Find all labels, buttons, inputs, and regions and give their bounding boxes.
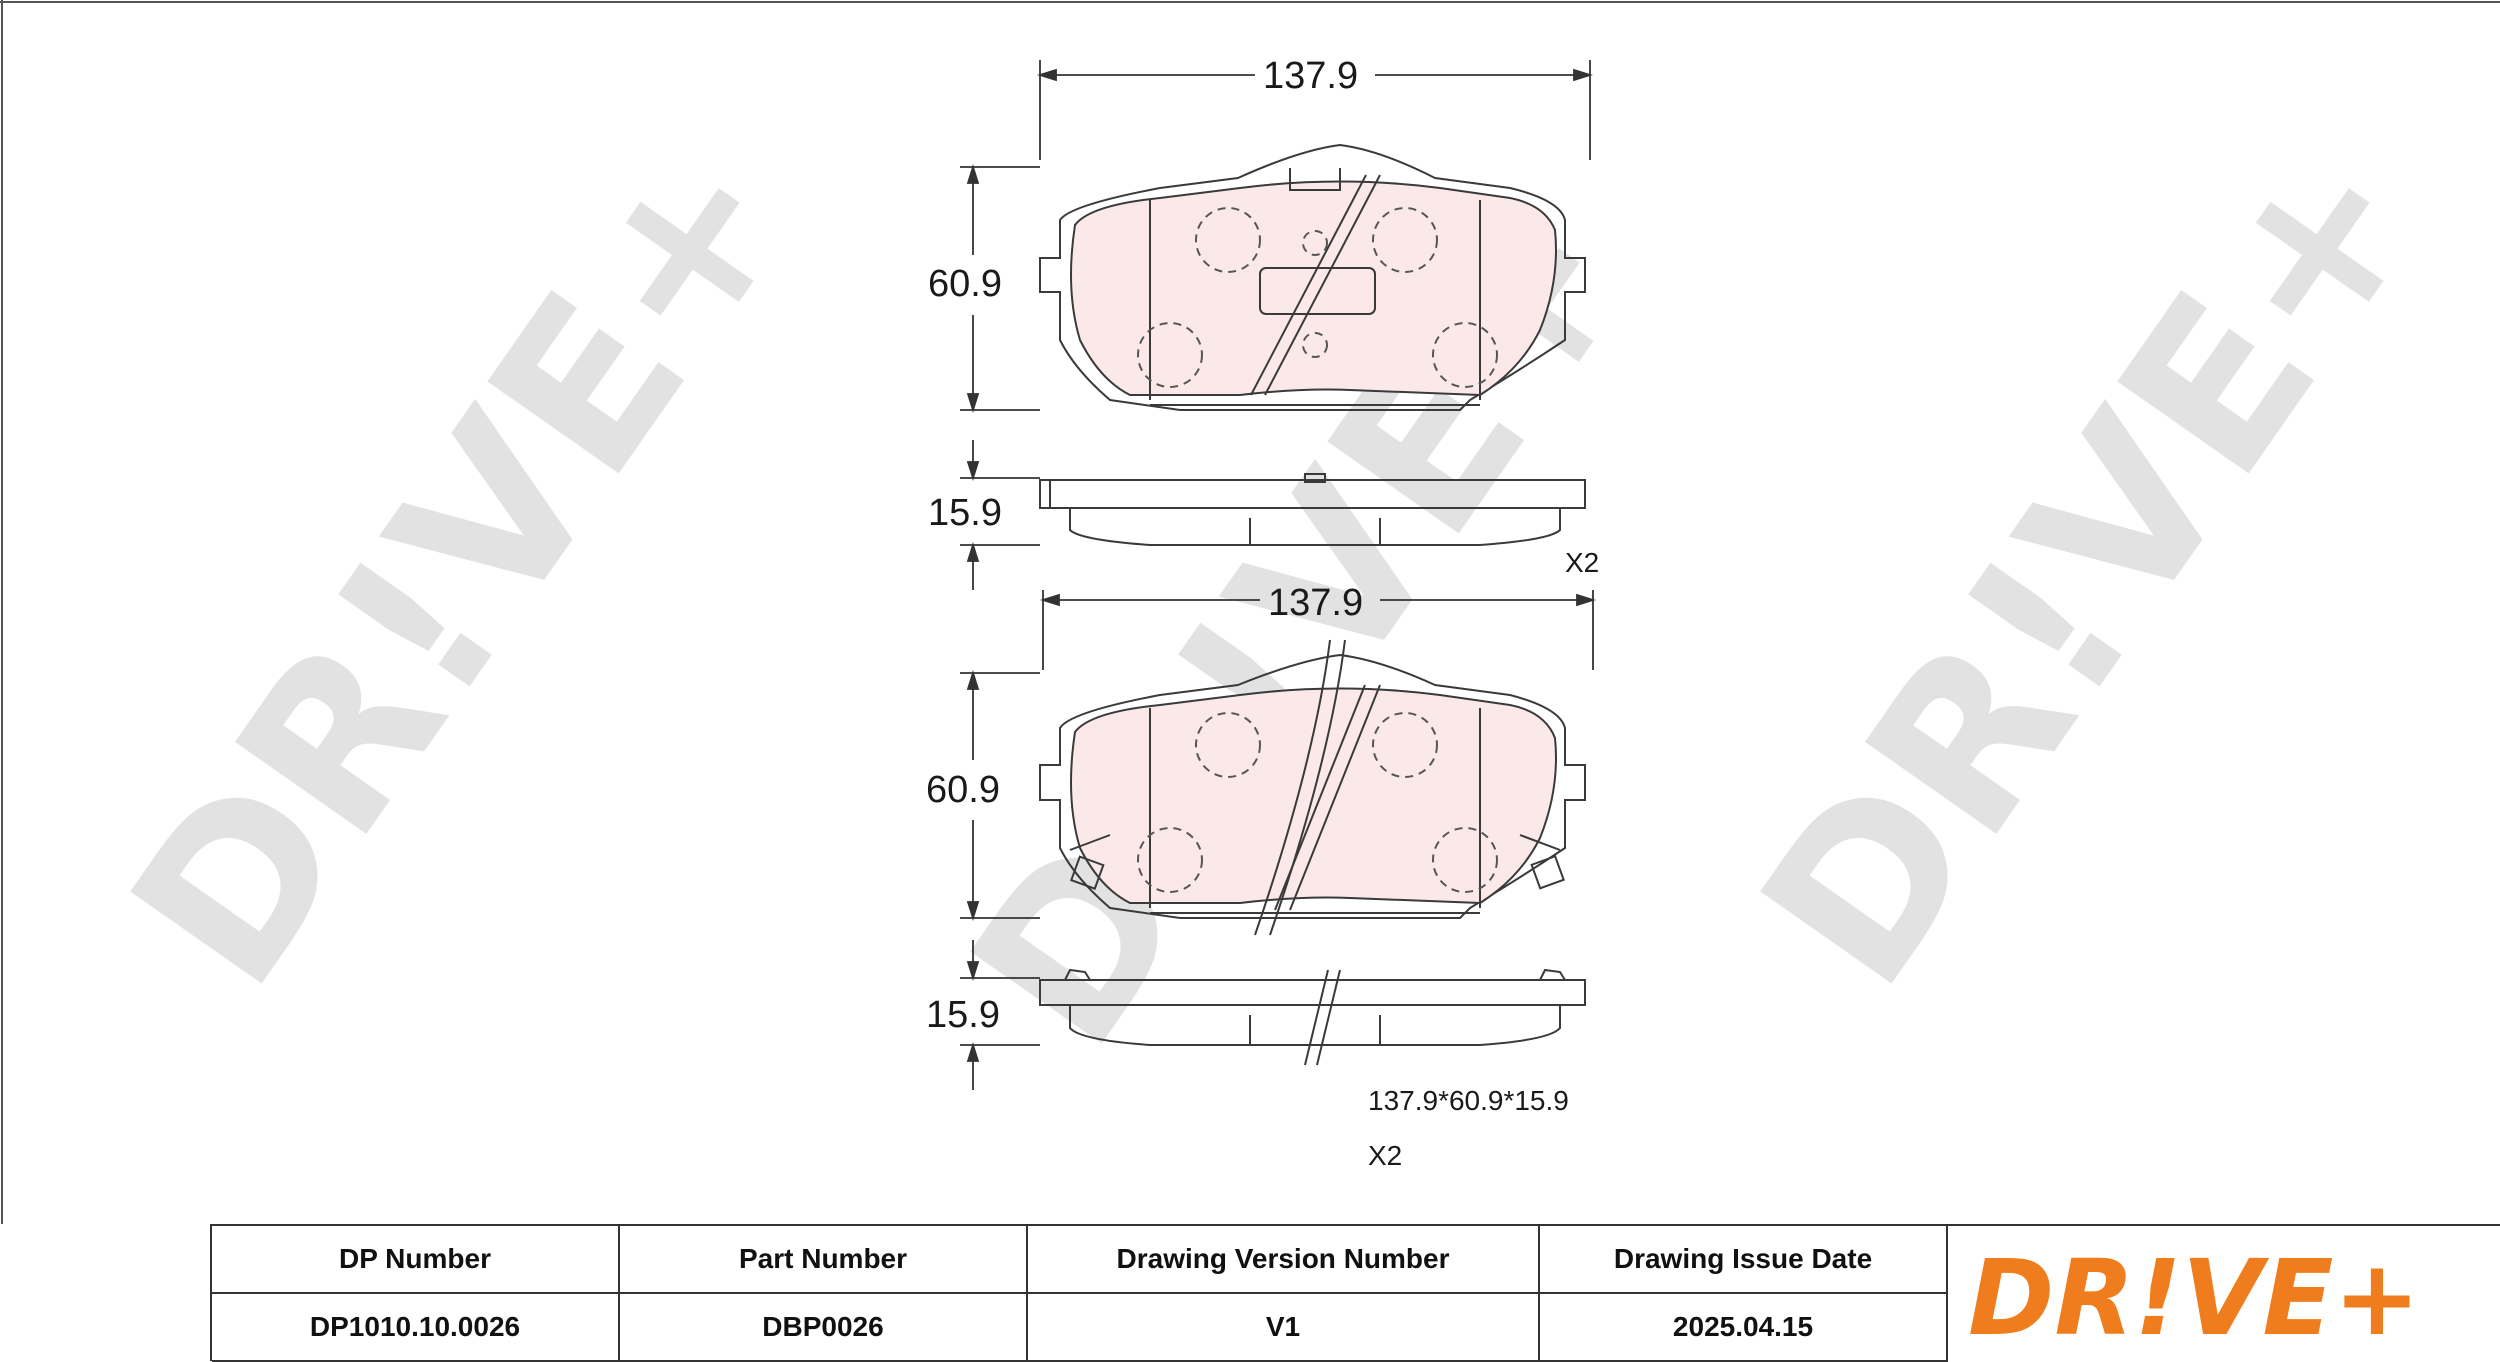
bottom-pad-dashed-holes (1137, 712, 1498, 893)
header-dp-number: DP Number (212, 1226, 620, 1294)
top-thickness-label: 15.9 (928, 492, 1002, 534)
value-version: V1 (1027, 1293, 1540, 1362)
drive-logo: DR!VE+ (1968, 1237, 2421, 1359)
title-block-table: DP Number Part Number Drawing Version Nu… (212, 1226, 1948, 1362)
header-version: Drawing Version Number (1027, 1226, 1540, 1294)
value-part-number: DBP0026 (619, 1293, 1028, 1362)
top-width-dimension (1036, 60, 1594, 160)
bottom-width-label: 137.9 (1268, 582, 1363, 624)
top-pad-side-view (1039, 473, 1586, 546)
watermark-left: DR!VE+ (83, 99, 842, 1030)
bottom-height-dimension (960, 669, 1040, 922)
header-part-number: Part Number (619, 1226, 1028, 1294)
top-width-label: 137.9 (1263, 55, 1358, 97)
bottom-pad-front-view (1039, 639, 1586, 936)
bottom-height-label: 60.9 (926, 769, 1000, 811)
value-issue-date: 2025.04.15 (1539, 1293, 1948, 1362)
top-height-label: 60.9 (928, 263, 1002, 305)
svg-text:DR!VE+: DR!VE+ (1713, 99, 2472, 1030)
header-issue-date: Drawing Issue Date (1539, 1226, 1948, 1294)
bottom-width-dimension (1039, 590, 1597, 670)
bottom-pad-side-view (1039, 968, 1586, 1066)
svg-text:DR!VE+: DR!VE+ (83, 99, 842, 1030)
top-qty-label: X2 (1565, 547, 1599, 578)
value-dp-number: DP1010.10.0026 (212, 1293, 620, 1362)
title-block: DP Number Part Number Drawing Version Nu… (210, 1224, 2500, 1362)
top-thickness-dimension (960, 440, 1040, 590)
top-pad-dashed-holes (1137, 207, 1498, 388)
drive-logo-text: DR!VE+ (1968, 1237, 2421, 1359)
bottom-qty-label: X2 (1368, 1140, 1402, 1171)
bottom-thickness-label: 15.9 (926, 994, 1000, 1036)
watermark-right: DR!VE+ (1713, 99, 2472, 1030)
top-pad-front-view (1039, 143, 1586, 411)
bottom-thickness-dimension (960, 940, 1040, 1090)
size-summary: 137.9*60.9*15.9 (1368, 1085, 1569, 1116)
top-height-dimension (960, 163, 1040, 414)
